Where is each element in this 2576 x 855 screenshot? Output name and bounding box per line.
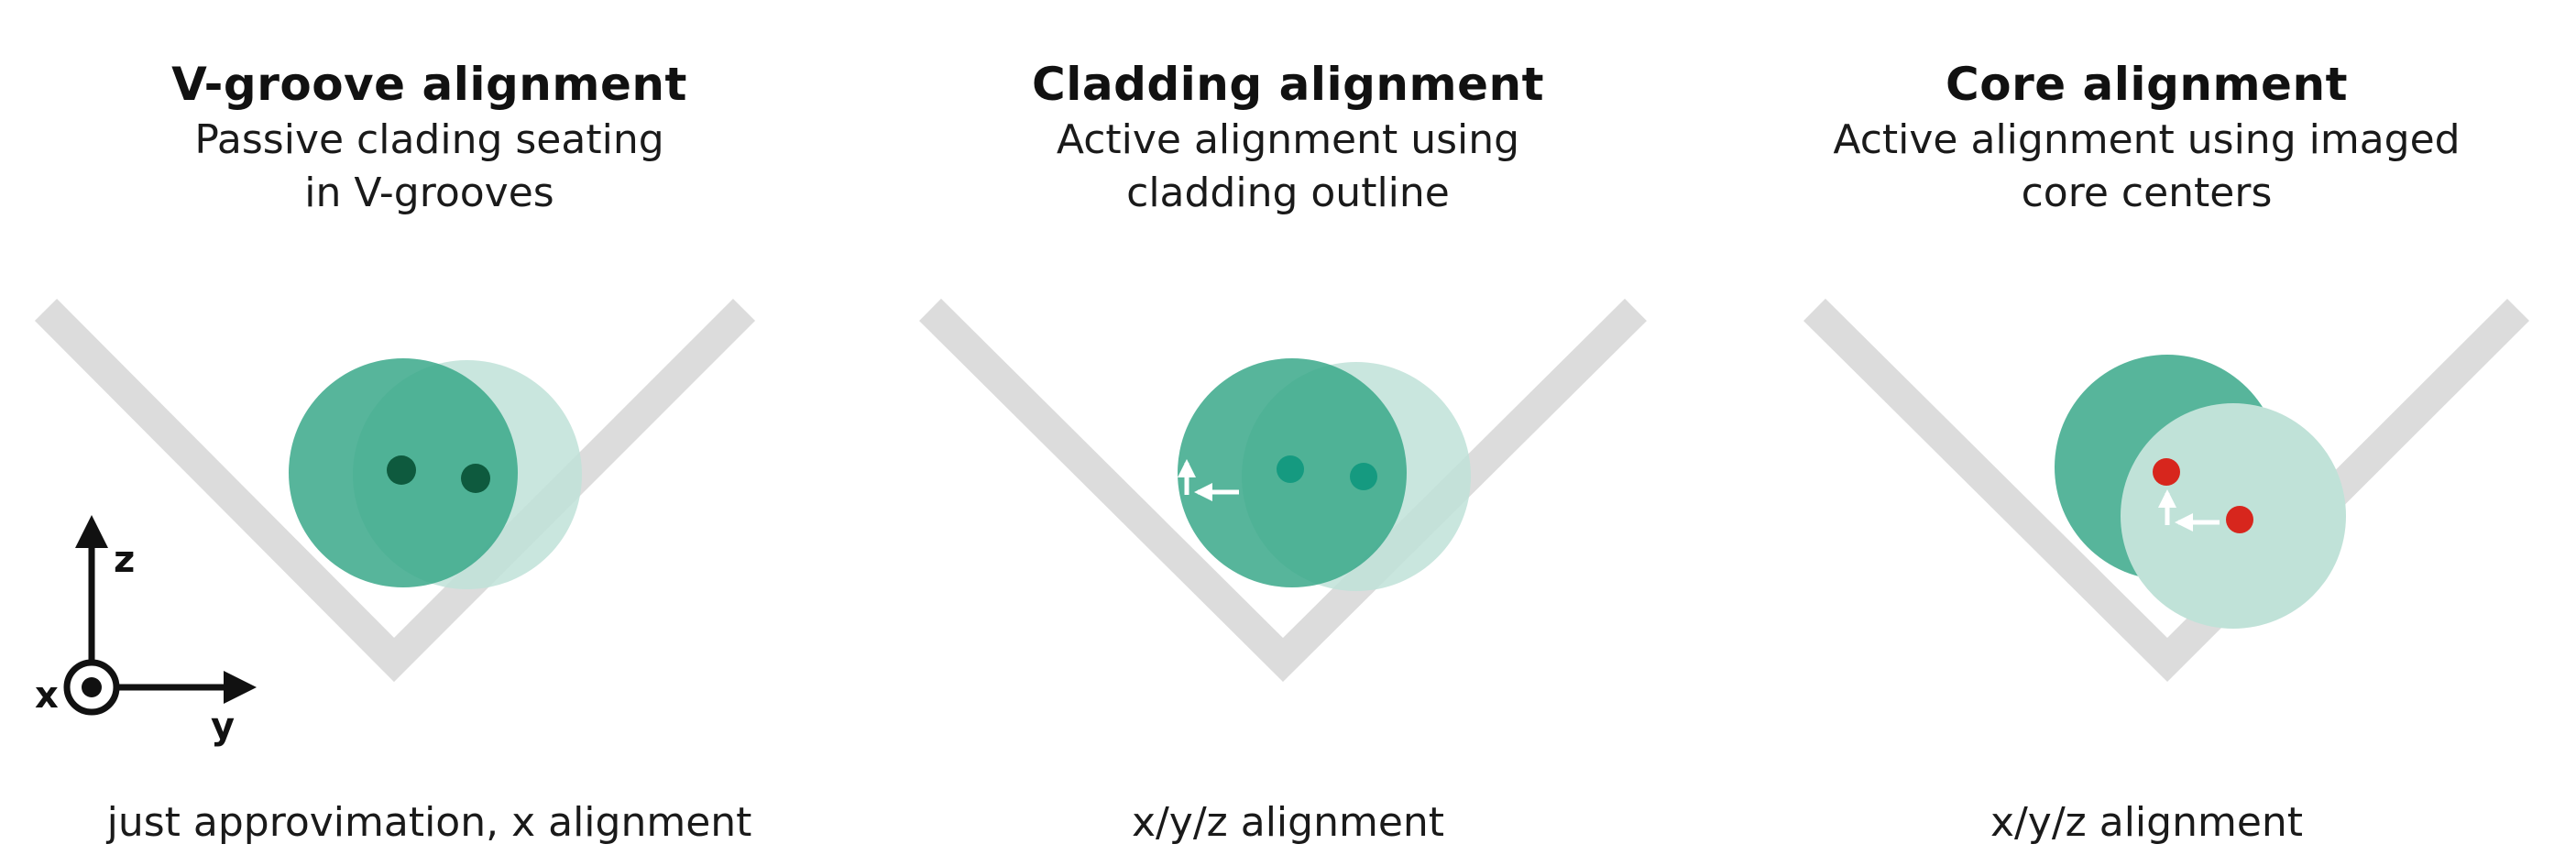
fiber-core-left: [387, 455, 416, 485]
z-axis-arrowhead: [75, 515, 108, 548]
panel-vgroove: V-groove alignment Passive clading seati…: [0, 0, 859, 855]
fiber-core-right: [2226, 506, 2253, 533]
panel-caption: x/y/z alignment: [1990, 799, 2304, 846]
vgroove-diagram: [34, 298, 756, 683]
x-axis-dot: [82, 677, 102, 697]
fiber-core-right: [1350, 463, 1377, 490]
y-axis-label: y: [211, 706, 235, 748]
panel-caption: x/y/z alignment: [1131, 799, 1445, 846]
subtitle-line: Active alignment using: [1056, 116, 1520, 163]
y-axis-arrowhead: [224, 671, 257, 704]
subtitle-line: Passive clading seating: [194, 116, 664, 163]
fiber-core-right: [461, 464, 490, 493]
core-diagram: [1803, 298, 2530, 682]
panel-subtitle: Active alignment using imaged core cente…: [1717, 114, 2576, 220]
subtitle-line: Active alignment using imaged: [1833, 116, 2461, 163]
z-axis-label: z: [114, 539, 135, 581]
x-axis-label: x: [35, 674, 59, 717]
panel-core: Core alignment Active alignment using im…: [1717, 0, 2576, 855]
fiber-core-left: [1277, 455, 1304, 483]
v-groove: [34, 298, 756, 683]
cladding-diagram: [919, 298, 1647, 682]
panel-subtitle: Passive clading seating in V-grooves: [0, 114, 859, 220]
panel-title: V-groove alignment: [171, 58, 687, 111]
coordinate-axes: z y x: [35, 515, 257, 748]
panel-title: Cladding alignment: [1032, 58, 1544, 111]
subtitle-line: cladding outline: [1126, 170, 1450, 216]
panel-cladding: Cladding alignment Active alignment usin…: [859, 0, 1717, 855]
v-groove: [1803, 298, 2530, 682]
v-groove: [919, 298, 1647, 682]
panel-subtitle: Active alignment using cladding outline: [859, 114, 1717, 220]
panel-title: Core alignment: [1946, 58, 2348, 111]
subtitle-line: in V-grooves: [304, 170, 554, 216]
panel-caption: just approvimation, x alignment: [106, 799, 752, 846]
subtitle-line: core centers: [2021, 170, 2273, 216]
fiber-core-left: [2153, 458, 2180, 486]
